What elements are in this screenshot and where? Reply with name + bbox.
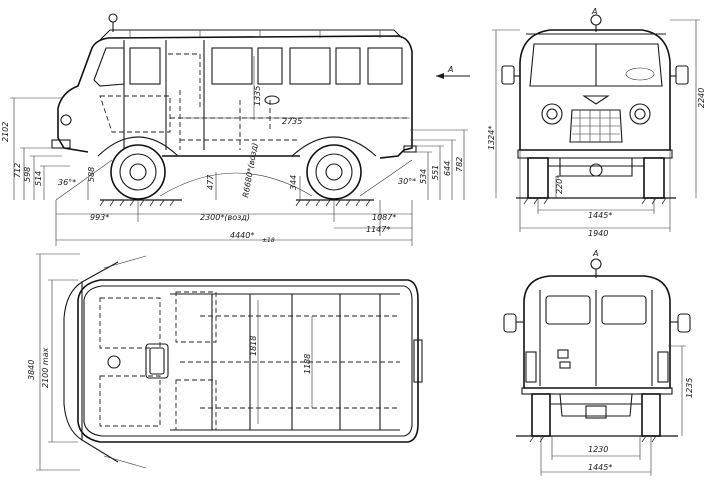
view-letter-rear: A — [592, 249, 598, 258]
dim-top-mirror-width: 2100 max — [41, 347, 50, 388]
dim-top-interior-length: 1188 — [303, 354, 312, 374]
dim-rear-track-outer: 1445* — [588, 463, 612, 472]
dim-rear-extension: 1147* — [366, 225, 390, 234]
view-letter-side: A — [447, 65, 453, 74]
dim-top-outer-width: 3840 — [27, 360, 36, 380]
dim-front-clearance: 220* — [555, 175, 564, 194]
dim-rear-track: 1230 — [588, 445, 608, 454]
dim-598: 598 — [23, 167, 32, 182]
dim-477: 477 — [206, 174, 215, 190]
dim-rear-height: 1235 — [685, 378, 694, 398]
dim-turn-radius: R6680*(возд) — [241, 142, 260, 198]
dim-top-interior-width: 1818 — [249, 336, 258, 356]
side-view: 2102 712 598 514 36°* 588 477 R6680*(воз… — [1, 13, 470, 246]
dim-344: 344 — [289, 175, 298, 190]
dim-644: 644 — [443, 161, 452, 176]
dim-overall-length-note: ±18 — [262, 237, 275, 244]
front-view: 1324* 2240 220* 1445* 1940 A — [487, 7, 706, 238]
dim-approach-angle: 36°* — [58, 178, 76, 187]
dim-1335: 1335 — [253, 86, 262, 106]
view-letter-front: A — [591, 7, 597, 16]
dim-782: 782 — [455, 157, 464, 172]
dim-front-track: 1445* — [588, 211, 612, 220]
top-view: 3840 2100 max 1818 1188 — [27, 253, 423, 471]
dim-front-width: 1940 — [588, 229, 608, 238]
dim-712: 712 — [13, 163, 22, 178]
dim-front-overall-height: 2240 — [697, 88, 706, 108]
dim-departure-angle: 30°* — [398, 177, 416, 186]
dim-wheelbase: 2300*(возд) — [200, 213, 250, 222]
dim-rear-overhang: 1087* — [372, 213, 396, 222]
rear-view: 1235 1230 1445* A — [503, 249, 694, 476]
dim-514: 514 — [34, 171, 43, 186]
dim-front-height-to-roof: 1324* — [487, 126, 496, 150]
dim-overall-height: 2102 — [1, 122, 10, 142]
dim-2735: 2735 — [282, 117, 302, 126]
dim-front-overhang: 993* — [90, 213, 109, 222]
dim-551: 551 — [431, 165, 440, 180]
dim-588: 588 — [87, 167, 96, 182]
dim-overall-length: 4440* — [230, 231, 254, 240]
dim-534: 534 — [419, 169, 428, 184]
